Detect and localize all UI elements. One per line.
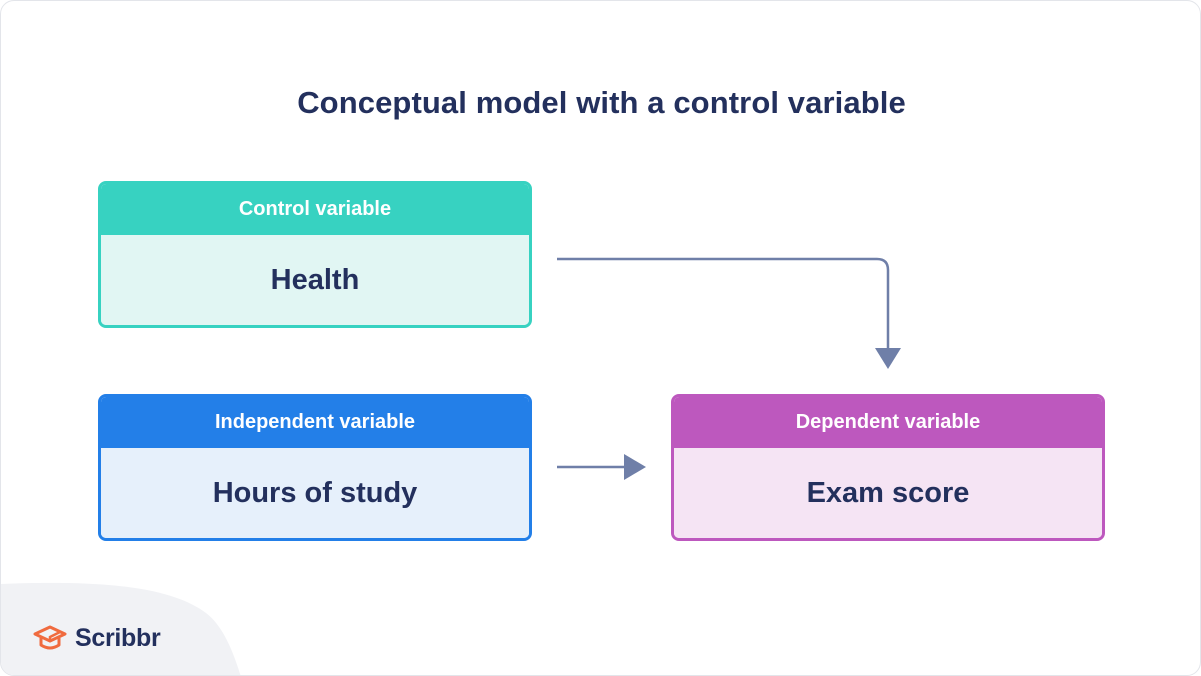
arrow-control-to-dependent	[557, 257, 890, 349]
control-variable-box: Control variable Health	[98, 181, 532, 328]
arrow-control-to-dependent-head	[875, 348, 901, 369]
dependent-variable-value: Exam score	[674, 448, 1102, 538]
scribbr-logo: Scribbr	[31, 623, 161, 653]
arrow-independent-to-dependent-head	[624, 454, 646, 480]
logo-tab-background	[1, 582, 241, 675]
diagram-title: Conceptual model with a control variable	[297, 85, 906, 120]
graduation-cap-icon	[33, 625, 67, 650]
dependent-variable-box: Dependent variable Exam score	[671, 394, 1105, 541]
dependent-variable-header: Dependent variable	[674, 397, 1102, 448]
brand-name: Scribbr	[75, 623, 161, 652]
control-variable-value: Health	[101, 235, 529, 325]
control-variable-header: Control variable	[101, 184, 529, 235]
independent-variable-header: Independent variable	[101, 397, 529, 448]
independent-variable-value: Hours of study	[101, 448, 529, 538]
independent-variable-box: Independent variable Hours of study	[98, 394, 532, 541]
